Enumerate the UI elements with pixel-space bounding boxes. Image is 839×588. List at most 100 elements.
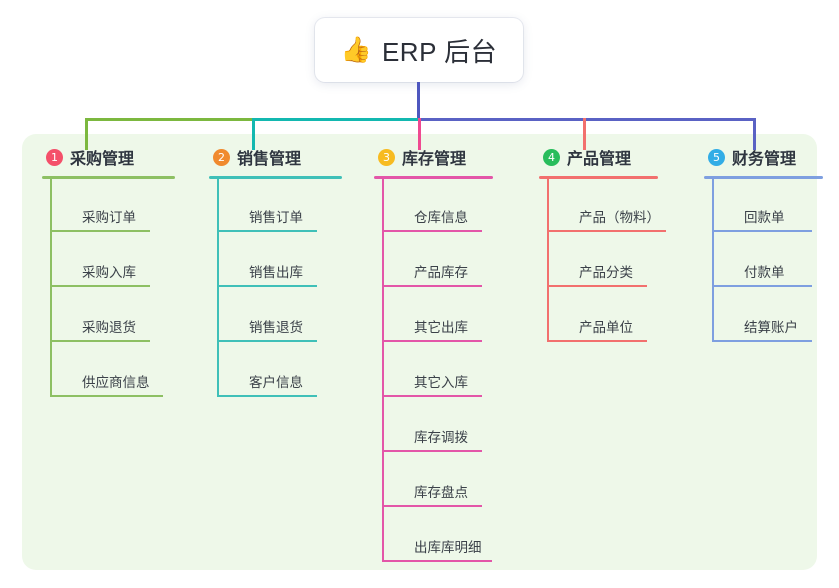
branch-spine-1 [50,179,52,397]
branch-column-1: 1 采购管理 采购订单 采购入库 采购退货 供应商信息 [28,146,188,397]
child-label: 产品（物料） [579,210,660,225]
branch-header-3[interactable]: 3 库存管理 [360,146,520,168]
child-label: 采购订单 [82,210,136,225]
child-rule [382,450,482,452]
child-label: 产品分类 [579,265,633,280]
child-label: 客户信息 [249,375,303,390]
child-label: 库存调拨 [414,430,468,445]
child-label: 结算账户 [744,320,798,335]
child-rule [382,395,482,397]
branch-column-5: 5 财务管理 回款单 付款单 结算账户 [690,146,839,342]
child-label: 其它入库 [414,375,468,390]
child-label: 销售退货 [249,320,303,335]
child-rule [712,230,812,232]
drop-connector-4 [583,118,586,150]
child-label: 出库库明细 [414,540,482,555]
root-stem-connector [417,82,420,120]
branch-spine-4 [547,179,549,342]
child-label: 其它出库 [414,320,468,335]
child-item[interactable]: 采购入库 [50,257,168,287]
drop-connector-5 [753,118,756,150]
child-label: 产品库存 [414,265,468,280]
child-rule [50,230,150,232]
root-node-title: ERP 后台 [381,36,498,67]
root-node[interactable]: 👍 ERP 后台 [315,18,523,82]
child-item[interactable]: 销售出库 [217,257,335,287]
branch-column-4: 4 产品管理 产品（物料） 产品分类 产品单位 [525,146,695,342]
child-item[interactable]: 库存调拨 [382,422,500,452]
child-label: 销售出库 [249,265,303,280]
child-rule [382,340,482,342]
branch-badge-5: 5 [708,148,725,166]
child-label: 销售订单 [249,210,303,225]
child-item[interactable]: 供应商信息 [50,367,168,397]
child-rule [50,395,163,397]
child-rule [712,340,812,342]
child-label: 采购退货 [82,320,136,335]
child-rule [547,285,647,287]
branch-header-2[interactable]: 2 销售管理 [195,146,355,168]
child-item[interactable]: 产品库存 [382,257,500,287]
child-item[interactable]: 结算账户 [712,312,830,342]
branch-header-1[interactable]: 1 采购管理 [28,146,188,168]
child-rule [50,340,150,342]
child-label: 库存盘点 [414,485,468,500]
branch-rule-4 [539,176,658,179]
branch-header-4[interactable]: 4 产品管理 [525,146,695,168]
child-item[interactable]: 其它出库 [382,312,500,342]
branch-column-3: 3 库存管理 仓库信息 产品库存 其它出库 其它入库 库存调拨 库存盘点 [360,146,520,562]
branch-title-1: 采购管理 [70,151,135,168]
child-rule [217,285,317,287]
branch-title-3: 库存管理 [402,151,467,168]
branch-spine-2 [217,179,219,397]
branch-badge-1: 1 [46,148,63,166]
child-item[interactable]: 销售订单 [217,202,335,232]
drop-connector-3 [418,118,421,150]
branch-rule-5 [704,176,823,179]
branch-rule-3 [374,176,493,179]
branch-badge-2: 2 [213,148,230,166]
branch-badge-4: 4 [543,148,560,166]
child-item[interactable]: 出库库明细 [382,532,500,562]
drop-connector-2 [252,118,255,150]
child-item[interactable]: 仓库信息 [382,202,500,232]
child-item[interactable]: 产品（物料） [547,202,677,232]
child-rule [547,230,666,232]
child-rule [50,285,150,287]
branch-rule-1 [42,176,175,179]
branch-column-2: 2 销售管理 销售订单 销售出库 销售退货 客户信息 [195,146,355,397]
child-item[interactable]: 付款单 [712,257,830,287]
drop-connector-1 [85,118,88,150]
branch-header-5[interactable]: 5 财务管理 [690,146,839,168]
branch-spine-3 [382,179,384,562]
branch-title-2: 销售管理 [237,151,302,168]
child-label: 供应商信息 [82,375,150,390]
branch-title-5: 财务管理 [732,151,797,168]
branch-title-4: 产品管理 [567,151,632,168]
child-rule [382,285,482,287]
child-rule [382,560,492,562]
child-item[interactable]: 销售退货 [217,312,335,342]
child-rule [712,285,812,287]
child-rule [217,340,317,342]
trunk-segment-blue [418,118,756,121]
branches-panel [22,134,817,570]
child-item[interactable]: 其它入库 [382,367,500,397]
child-rule [217,230,317,232]
branch-spine-5 [712,179,714,342]
child-item[interactable]: 库存盘点 [382,477,500,507]
child-label: 回款单 [744,210,785,225]
child-rule [382,505,482,507]
child-rule [217,395,317,397]
child-item[interactable]: 采购订单 [50,202,168,232]
child-item[interactable]: 产品分类 [547,257,665,287]
branch-rule-2 [209,176,342,179]
child-item[interactable]: 采购退货 [50,312,168,342]
child-item[interactable]: 回款单 [712,202,830,232]
child-item[interactable]: 产品单位 [547,312,665,342]
thumbs-up-icon: 👍 [340,35,372,64]
child-item[interactable]: 客户信息 [217,367,335,397]
trunk-segment-green [85,118,255,121]
child-label: 产品单位 [579,320,633,335]
